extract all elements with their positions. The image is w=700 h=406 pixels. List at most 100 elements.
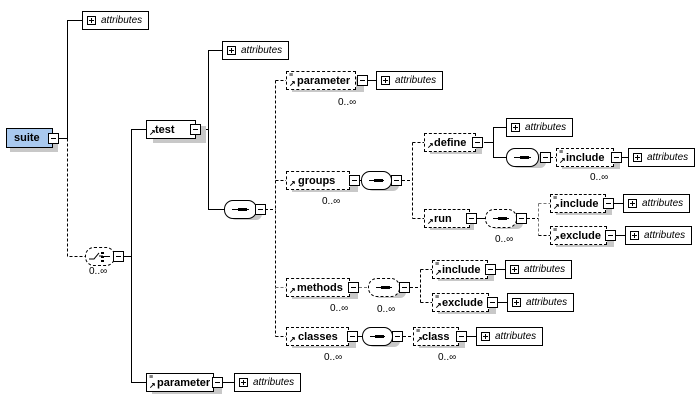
collapse-toggle-parameter-outer[interactable] <box>212 377 223 388</box>
reference-arrow-icon: ↗ <box>289 286 296 295</box>
cardinality-label: 0..∞ <box>89 266 108 277</box>
element-label: run <box>434 212 452 225</box>
collapse-toggle-sequence-define[interactable] <box>540 152 551 163</box>
attributes-suite[interactable]: attributes <box>82 11 149 30</box>
sequence-compositor-classes[interactable] <box>362 327 393 346</box>
expand-plus-icon <box>628 199 637 208</box>
attributes-class[interactable]: attributes <box>476 327 543 346</box>
element-run-include[interactable]: ≡ ↗ include <box>550 194 606 213</box>
attributes-label: attributes <box>644 230 686 241</box>
expand-plus-icon <box>511 123 520 132</box>
element-label: parameter <box>157 376 211 389</box>
expand-plus-icon <box>481 332 490 341</box>
attributes-define[interactable]: attributes <box>506 118 573 137</box>
cardinality-label: 0..∞ <box>495 234 514 245</box>
element-run[interactable]: ↗ run <box>424 209 470 228</box>
sequence-lines-icon: ≡ <box>435 294 439 301</box>
collapse-toggle-run[interactable] <box>466 213 477 224</box>
attributes-methods-include[interactable]: attributes <box>505 260 572 279</box>
sequence-compositor-define[interactable] <box>506 148 539 167</box>
element-parameter-outer[interactable]: ≡ ↗ parameter <box>146 373 214 392</box>
element-define-include[interactable]: ≡ ↗ include <box>556 148 614 167</box>
attributes-label: attributes <box>101 15 143 26</box>
attributes-label: attributes <box>647 152 689 163</box>
reference-arrow-icon: ↗ <box>149 128 156 137</box>
element-label: test <box>155 123 175 136</box>
element-label: class <box>422 330 450 343</box>
collapse-toggle-sequence-methods[interactable] <box>399 282 410 293</box>
element-parameter-inner[interactable]: ≡ ↗ parameter <box>286 71 356 90</box>
element-label: exclude <box>442 296 483 309</box>
sequence-lines-icon: ≡ <box>553 227 557 234</box>
element-label: include <box>560 197 599 210</box>
attributes-label: attributes <box>241 45 283 56</box>
choice-icon <box>89 252 110 262</box>
element-label: classes <box>298 330 338 343</box>
attributes-test[interactable]: attributes <box>222 41 289 60</box>
sequence-icon <box>514 156 531 159</box>
element-methods-exclude[interactable]: ≡ ↗ exclude <box>432 293 489 312</box>
reference-arrow-icon: ↗ <box>427 141 434 150</box>
cardinality-label: 0..∞ <box>590 172 609 183</box>
element-methods[interactable]: ↗ methods <box>286 278 350 297</box>
element-run-exclude[interactable]: ≡ ↗ exclude <box>550 226 607 245</box>
attributes-parameter-inner[interactable]: attributes <box>376 71 443 90</box>
expand-plus-icon <box>630 231 639 240</box>
element-class[interactable]: ≡ ↗ class <box>413 327 459 346</box>
collapse-toggle-define-include[interactable] <box>611 152 622 163</box>
element-label: exclude <box>560 229 601 242</box>
sequence-compositor-methods[interactable] <box>368 278 400 297</box>
collapse-toggle-sequence-run[interactable] <box>516 213 527 224</box>
collapse-toggle-sequence-test[interactable] <box>255 204 266 215</box>
element-classes[interactable]: ↗ classes <box>286 327 349 346</box>
expand-plus-icon <box>87 16 96 25</box>
element-suite[interactable]: suite <box>6 128 53 148</box>
attributes-label: attributes <box>495 331 537 342</box>
collapse-toggle-groups[interactable] <box>349 175 360 186</box>
cardinality-label: 0..∞ <box>324 352 343 363</box>
expand-plus-icon <box>239 378 248 387</box>
element-define[interactable]: ↗ define <box>424 133 476 152</box>
sequence-compositor-test[interactable] <box>224 200 257 219</box>
element-test[interactable]: ↗ test <box>146 120 196 139</box>
reference-arrow-icon: ↗ <box>427 217 434 226</box>
attributes-label: attributes <box>395 75 437 86</box>
choice-compositor[interactable] <box>85 247 115 266</box>
element-label: define <box>434 136 467 149</box>
attributes-run-exclude[interactable]: attributes <box>625 226 692 245</box>
collapse-toggle-define[interactable] <box>472 137 483 148</box>
element-groups[interactable]: ↗ groups <box>286 171 350 190</box>
sequence-lines-icon: ≡ <box>416 328 420 335</box>
collapse-toggle-test[interactable] <box>190 124 201 135</box>
attributes-parameter-outer[interactable]: attributes <box>234 373 301 392</box>
collapse-toggle-parameter-inner[interactable] <box>357 75 368 86</box>
attributes-label: attributes <box>526 297 568 308</box>
attributes-run-include[interactable]: attributes <box>623 194 690 213</box>
reference-arrow-icon: ↗ <box>289 79 296 88</box>
sequence-icon <box>370 335 385 338</box>
cardinality-label: 0..∞ <box>330 303 349 314</box>
collapse-toggle-methods-include[interactable] <box>485 264 496 275</box>
collapse-toggle-run-exclude[interactable] <box>605 230 616 241</box>
sequence-compositor-run[interactable] <box>485 209 517 228</box>
sequence-lines-icon: ≡ <box>435 261 439 268</box>
collapse-toggle-methods-exclude[interactable] <box>487 297 498 308</box>
attributes-define-include[interactable]: attributes <box>628 148 695 167</box>
collapse-toggle-methods[interactable] <box>348 282 359 293</box>
attributes-methods-exclude[interactable]: attributes <box>507 293 574 312</box>
sequence-icon <box>369 179 384 182</box>
collapse-toggle-choice[interactable] <box>113 251 124 262</box>
sequence-lines-icon: ≡ <box>289 72 293 79</box>
collapse-toggle-sequence-classes[interactable] <box>392 331 403 342</box>
element-label: groups <box>298 174 336 187</box>
collapse-toggle-classes[interactable] <box>347 331 358 342</box>
element-methods-include[interactable]: ≡ ↗ include <box>432 260 488 279</box>
collapse-toggle-run-include[interactable] <box>603 198 614 209</box>
sequence-compositor-groups[interactable] <box>361 171 392 190</box>
element-label: parameter <box>297 74 351 87</box>
collapse-toggle-sequence-groups[interactable] <box>391 175 402 186</box>
collapse-toggle-class[interactable] <box>456 331 467 342</box>
collapse-toggle-suite[interactable] <box>48 133 59 144</box>
reference-arrow-icon: ↗ <box>149 381 156 390</box>
